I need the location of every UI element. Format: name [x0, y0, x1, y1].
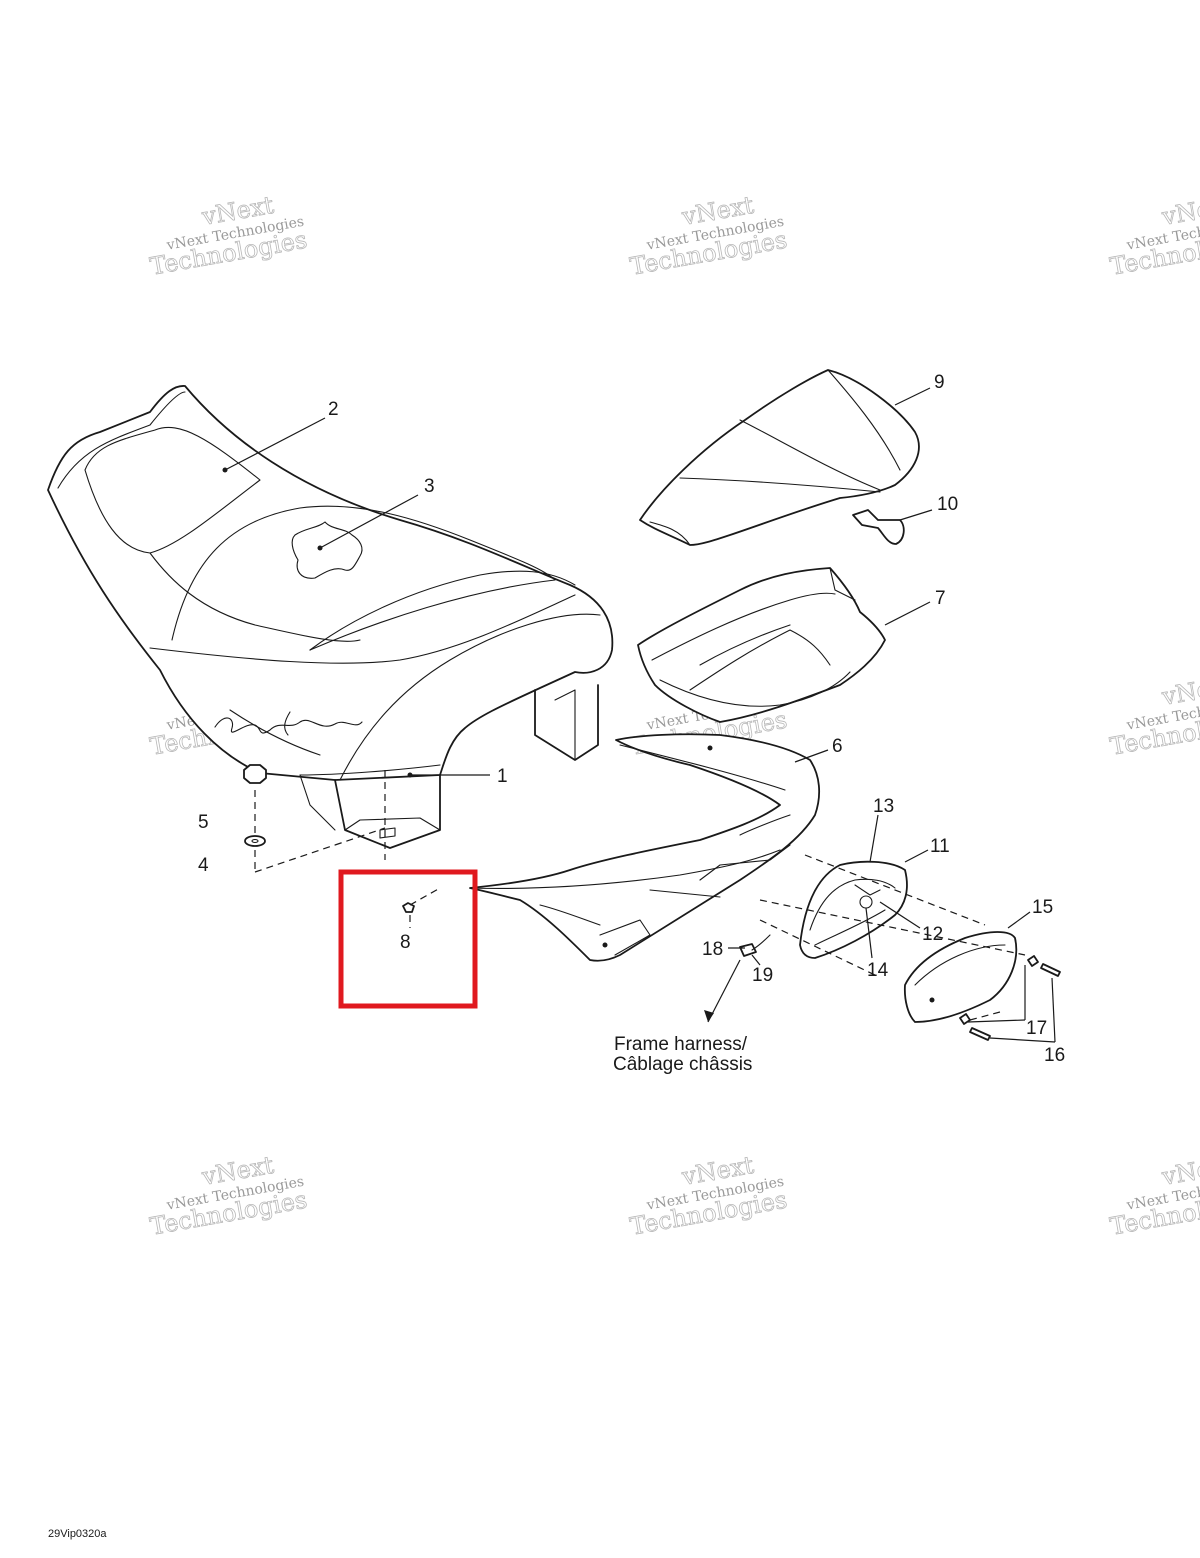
frame-harness-caption-line1: Frame harness/ — [614, 1034, 748, 1055]
watermark: vNext vNext Technologies Technologies — [148, 1150, 310, 1241]
storage-tray — [637, 567, 886, 723]
watermark: vNext vNext Technologies Technologies — [1108, 1150, 1200, 1241]
callout-8: 8 — [400, 932, 411, 953]
latch — [852, 509, 905, 545]
tail-lens — [903, 931, 1018, 1023]
callout-1: 1 — [497, 766, 508, 787]
callout-13: 13 — [873, 796, 894, 817]
assembly-lines — [254, 770, 1026, 1021]
watermark: vNext vNext Technologies Technologies — [1108, 190, 1200, 281]
callout-14: 14 — [867, 960, 889, 981]
figure-id: 29Vip0320a — [48, 1528, 107, 1540]
callout-11: 11 — [930, 836, 950, 857]
watermark: vNext vNext Technologies Technologies — [1108, 670, 1200, 761]
callout-17: 17 — [1026, 1018, 1047, 1039]
callout-16: 16 — [1044, 1045, 1065, 1066]
callout-4: 4 — [198, 855, 209, 876]
watermark: vNext vNext Technologies Technologies — [628, 1150, 790, 1241]
rear-fender — [469, 733, 821, 962]
callout-2: 2 — [328, 399, 339, 420]
callout-9: 9 — [934, 372, 945, 393]
callout-19: 19 — [752, 965, 773, 986]
callout-18: 18 — [702, 939, 723, 960]
watermark: vNext vNext Technologies Technologies — [148, 190, 310, 281]
callout-10: 10 — [937, 494, 958, 515]
frame-harness-caption-line2: Câblage châssis — [613, 1054, 752, 1075]
watermark: vNext vNext Technologies Technologies — [628, 190, 790, 281]
hardware — [243, 764, 1061, 1041]
callout-7: 7 — [935, 588, 946, 609]
callout-labels: 1 2 3 4 5 6 7 8 9 10 11 12 13 14 15 16 1… — [198, 372, 1065, 1066]
callout-5: 5 — [198, 812, 209, 833]
leader-lines — [224, 387, 1056, 1043]
rear-cover — [639, 369, 920, 546]
callout-15: 15 — [1032, 897, 1053, 918]
seat-assembly — [47, 385, 614, 849]
callout-12: 12 — [922, 924, 943, 945]
callout-3: 3 — [424, 476, 435, 497]
taillight-housing — [799, 860, 908, 959]
highlight-box — [338, 869, 478, 1009]
callout-6: 6 — [832, 736, 843, 757]
